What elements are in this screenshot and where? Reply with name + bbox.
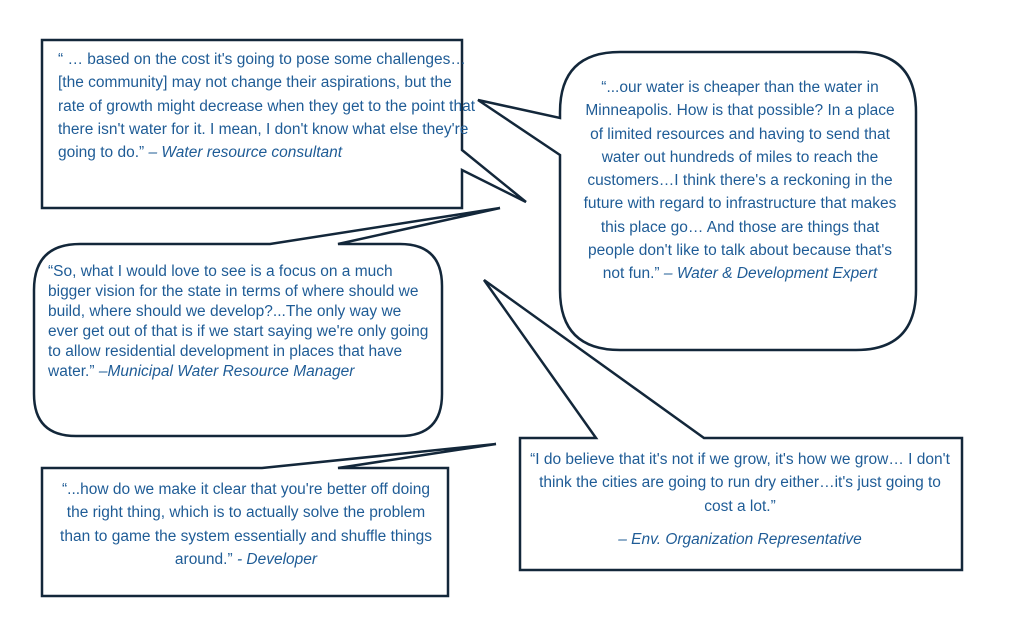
- quote-env-organization-representative: “I do believe that it's not if we grow, …: [528, 448, 952, 551]
- quote-text: “ … based on the cost it's going to pose…: [58, 51, 476, 162]
- quote-text: “...how do we make it clear that you're …: [60, 481, 432, 568]
- quote-text: “...our water is cheaper than the water …: [583, 79, 897, 283]
- quote-text: “So, what I would love to see is a focus…: [48, 263, 429, 380]
- speech-bubble-water-development-expert: [477, 50, 918, 352]
- quote-attribution: – Env. Organization Representative: [618, 530, 862, 548]
- quote-attribution: – Water resource consultant: [148, 144, 343, 162]
- speech-bubble-developer: [40, 442, 497, 598]
- speech-bubble-env-organization-representative: [482, 278, 964, 572]
- quote-water-resource-consultant: “ … based on the cost it's going to pose…: [58, 48, 478, 164]
- speech-bubble-municipal-water-resource-manager: [32, 206, 501, 438]
- quote-attribution: –Municipal Water Resource Manager: [98, 363, 355, 380]
- quote-municipal-water-resource-manager: “So, what I would love to see is a focus…: [48, 262, 430, 382]
- speech-bubble-water-resource-consultant: [40, 38, 527, 210]
- quote-water-development-expert: “...our water is cheaper than the water …: [578, 76, 902, 286]
- quote-attribution: - Developer: [236, 550, 318, 568]
- quote-text: “I do believe that it's not if we grow, …: [530, 451, 950, 515]
- quote-attribution: – Water & Development Expert: [663, 265, 878, 283]
- quote-developer: “...how do we make it clear that you're …: [56, 478, 436, 571]
